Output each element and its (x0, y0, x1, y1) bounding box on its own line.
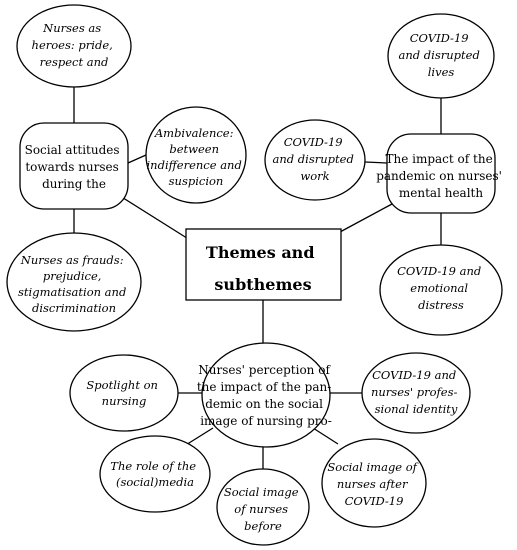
theme-social-attitudes-label: Social attitudes towards nurses during t… (25, 143, 124, 191)
theme-perception: Nurses' perception of the impact of the … (197, 342, 335, 448)
subtheme-nurses-as-heroes: Nurses as heroes: pride, respect and (16, 4, 132, 88)
subtheme-social-media: The role of the (social)media (99, 435, 211, 513)
subtheme-professional-identity-label: COVID-19 and nurses' profes- sional iden… (371, 368, 461, 416)
subtheme-nurses-as-heroes-label: Nurses as heroes: pride, respect and (32, 21, 117, 69)
link-social-center (119, 195, 191, 241)
subtheme-nurses-as-frauds-label: Nurses as frauds: prejudice, stigmatisat… (18, 253, 130, 315)
theme-perception-label: Nurses' perception of the impact of the … (197, 363, 335, 428)
subtheme-spotlight: Spotlight on nursing (69, 354, 179, 432)
center-node: Themes and subthemes (185, 228, 342, 301)
subtheme-social-media-label: The role of the (social)media (110, 459, 199, 489)
link-social-ambivalence (127, 154, 147, 164)
subtheme-image-before: Social image of nurses before (216, 468, 310, 546)
theme-social-attitudes: Social attitudes towards nurses during t… (19, 122, 129, 210)
subtheme-image-after-label: Social image of nurses after COVID-19 (327, 460, 420, 508)
subtheme-spotlight-label: Spotlight on nursing (86, 378, 161, 408)
subtheme-disrupted-work-label: COVID-19 and disrupted work (273, 135, 358, 183)
theme-mental-health-label: The impact of the pandemic on nurses' me… (376, 152, 506, 200)
link-center-mental (339, 203, 393, 233)
nodes: Nurses as heroes: pride, respect and Soc… (6, 4, 506, 546)
subtheme-disrupted-work: COVID-19 and disrupted work (264, 119, 366, 201)
subtheme-nurses-as-frauds: Nurses as frauds: prejudice, stigmatisat… (6, 232, 142, 332)
link-work-mental (364, 161, 388, 164)
subtheme-image-after: Social image of nurses after COVID-19 (321, 438, 427, 528)
subtheme-ambivalence: Ambivalence: between indifference and su… (145, 106, 247, 204)
subtheme-ambivalence-label: Ambivalence: between indifference and su… (147, 126, 246, 188)
center-title: Themes and subthemes (206, 243, 320, 294)
subtheme-disrupted-lives-label: COVID-19 and disrupted lives (399, 31, 484, 79)
theme-mental-health: The impact of the pandemic on nurses' me… (376, 133, 506, 214)
subtheme-professional-identity: COVID-19 and nurses' profes- sional iden… (361, 352, 471, 434)
subtheme-image-before-label: Social image of nurses before (224, 485, 302, 533)
subtheme-emotional-distress: COVID-19 and emotional distress (379, 244, 503, 336)
subtheme-disrupted-lives: COVID-19 and disrupted lives (387, 13, 495, 99)
link-perception-after (312, 427, 339, 445)
connectors (73, 86, 442, 471)
subtheme-emotional-distress-label: COVID-19 and emotional distress (397, 264, 485, 312)
